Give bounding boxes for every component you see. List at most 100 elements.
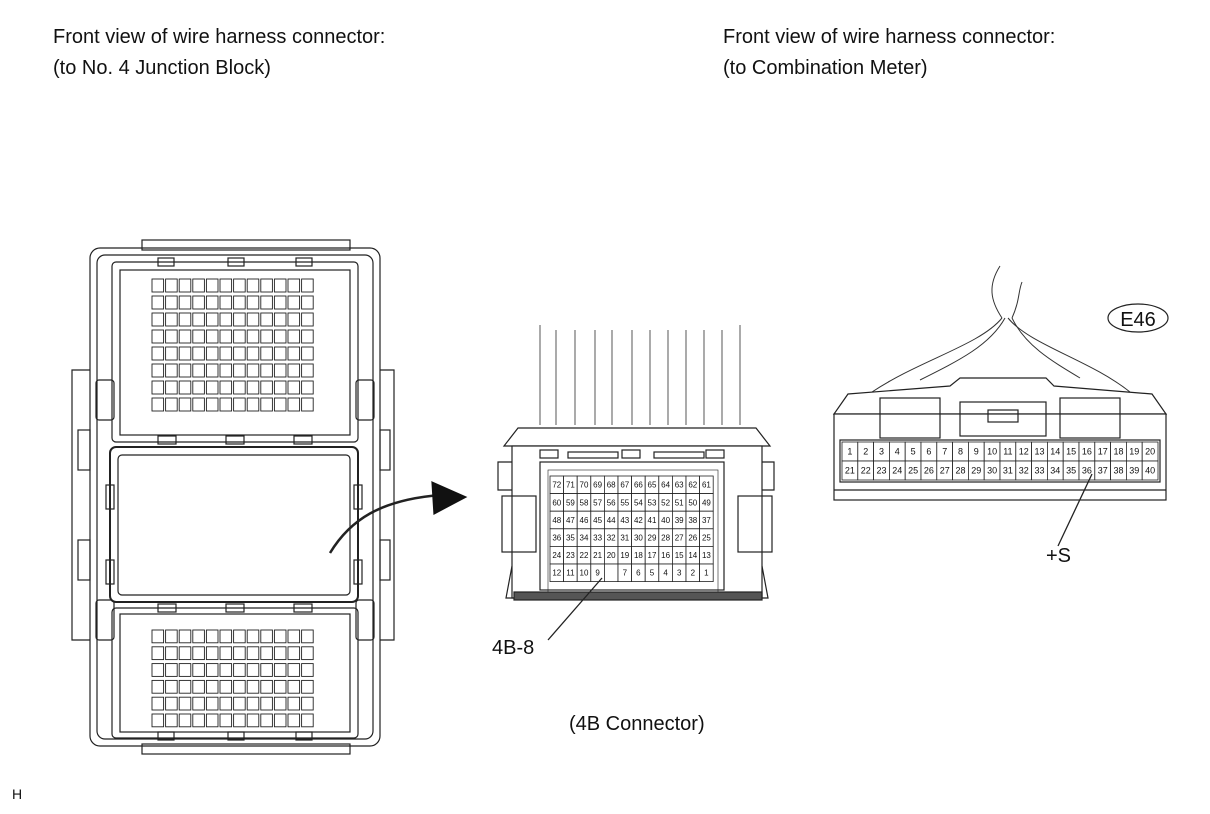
connector-e46-pin-number: 39: [1129, 466, 1139, 476]
connector-e46-pin-number: 19: [1129, 447, 1139, 457]
terminal-cavity: [178, 663, 192, 677]
connector-4b-pin-number: 7: [623, 569, 628, 578]
callout-plus-s: +S: [1046, 545, 1072, 567]
connector-4b-pin-number: 13: [702, 551, 711, 560]
terminal-cavity: [219, 663, 233, 677]
terminal-cavity: [260, 295, 273, 310]
terminal-cavity: [151, 329, 165, 344]
terminal-cavity: [219, 278, 233, 293]
connector-4b-pin-number: 21: [593, 551, 602, 560]
terminal-cavity: [273, 295, 287, 310]
terminal-cavity: [287, 346, 301, 361]
connector-e46-pin-number: 8: [958, 447, 963, 457]
terminal-cavity: [287, 312, 301, 327]
connector-4b-pin-number: 5: [650, 569, 655, 578]
terminal-cavity: [233, 713, 246, 728]
terminal-cavity: [246, 696, 260, 711]
terminal-cavity: [301, 646, 314, 661]
terminal-cavity: [165, 713, 178, 728]
connector-e46-pin-number: 33: [1034, 466, 1044, 476]
connector-4b-pin-number: 43: [620, 516, 629, 525]
connector-e46-pin-number: 24: [892, 466, 902, 476]
terminal-cavity: [233, 646, 246, 661]
terminal-cavity: [260, 380, 273, 395]
connector-4b-pin-number: 60: [552, 498, 561, 507]
terminal-cavity: [273, 329, 287, 344]
connector-4b-pin-number: 57: [593, 498, 602, 507]
terminal-cavity: [205, 329, 219, 344]
connector-e46-pin-number: 26: [924, 466, 934, 476]
terminal-cavity: [260, 713, 273, 728]
terminal-cavity: [260, 679, 273, 694]
terminal-cavity: [273, 713, 287, 728]
terminal-cavity: [246, 629, 260, 644]
terminal-cavity: [178, 629, 192, 644]
terminal-cavity: [219, 696, 233, 711]
connector-4b-pin-number: 26: [688, 533, 697, 542]
terminal-cavity: [233, 679, 246, 694]
terminal-cavity: [165, 295, 178, 310]
terminal-cavity: [260, 663, 273, 677]
terminal-cavity: [260, 363, 273, 378]
terminal-cavity: [178, 329, 192, 344]
connector-e46-pin-number: 37: [1098, 466, 1108, 476]
terminal-cavity: [192, 397, 205, 412]
connector-4b-pin-number: 50: [688, 498, 697, 507]
connector-e46-pin-number: 9: [974, 447, 979, 457]
terminal-cavity: [192, 329, 205, 344]
connector-4b-pin-number: 2: [691, 569, 696, 578]
corner-mark: H: [12, 786, 23, 802]
connector-e46-pin-number: 30: [987, 466, 997, 476]
connector-e46-pin-number: 10: [987, 447, 997, 457]
connector-4b-pin-number: 65: [648, 481, 657, 490]
callout-4b-8-leader: [547, 577, 603, 641]
terminal-cavity: [205, 629, 219, 644]
terminal-cavity: [151, 278, 165, 293]
terminal-cavity: [178, 397, 192, 412]
terminal-cavity: [165, 380, 178, 395]
connector-4b-pin-number: 12: [552, 569, 561, 578]
terminal-cavity: [165, 663, 178, 677]
connector-e46-pin-number: 35: [1066, 466, 1076, 476]
terminal-cavity: [246, 713, 260, 728]
terminal-cavity: [301, 346, 314, 361]
terminal-cavity: [192, 679, 205, 694]
connector-4b-pin-number: 16: [661, 551, 670, 560]
terminal-cavity: [205, 696, 219, 711]
terminal-cavity: [151, 663, 165, 677]
connector-4b-pin-number: 58: [580, 498, 589, 507]
terminal-cavity: [151, 295, 165, 310]
terminal-cavity: [219, 363, 233, 378]
terminal-cavity: [273, 363, 287, 378]
connector-e46-pin-number: 12: [1019, 447, 1029, 457]
connector-4b-pin-number: 59: [566, 498, 575, 507]
terminal-cavity: [273, 312, 287, 327]
terminal-cavity: [260, 329, 273, 344]
junction-block-top-terminals: [151, 278, 314, 412]
terminal-cavity: [287, 713, 301, 728]
connector-e46-pin-number: 36: [1082, 466, 1092, 476]
terminal-cavity: [273, 679, 287, 694]
e46-connector-code: E46: [1120, 309, 1156, 331]
connector-4b-pin-number: 51: [675, 498, 684, 507]
terminal-cavity: [219, 295, 233, 310]
terminal-cavity: [192, 629, 205, 644]
terminal-cavity: [233, 346, 246, 361]
connector-e46-pin-number: 21: [845, 466, 855, 476]
connector-4b-pin-number: 22: [580, 551, 589, 560]
connector-4b-pin-number: 30: [634, 533, 643, 542]
terminal-cavity: [287, 329, 301, 344]
terminal-cavity: [287, 663, 301, 677]
terminal-cavity: [165, 346, 178, 361]
connector-4b-pin-number: 36: [552, 533, 561, 542]
terminal-cavity: [151, 380, 165, 395]
junction-block-bottom-terminals: [151, 629, 314, 728]
connector-4b-pin-number: 48: [552, 516, 561, 525]
terminal-cavity: [165, 397, 178, 412]
terminal-cavity: [178, 363, 192, 378]
terminal-cavity: [205, 346, 219, 361]
e46-badge-outline: [1107, 303, 1169, 333]
connector-4b-pin-number: 38: [688, 516, 697, 525]
connector-4b-pin-number: 40: [661, 516, 670, 525]
